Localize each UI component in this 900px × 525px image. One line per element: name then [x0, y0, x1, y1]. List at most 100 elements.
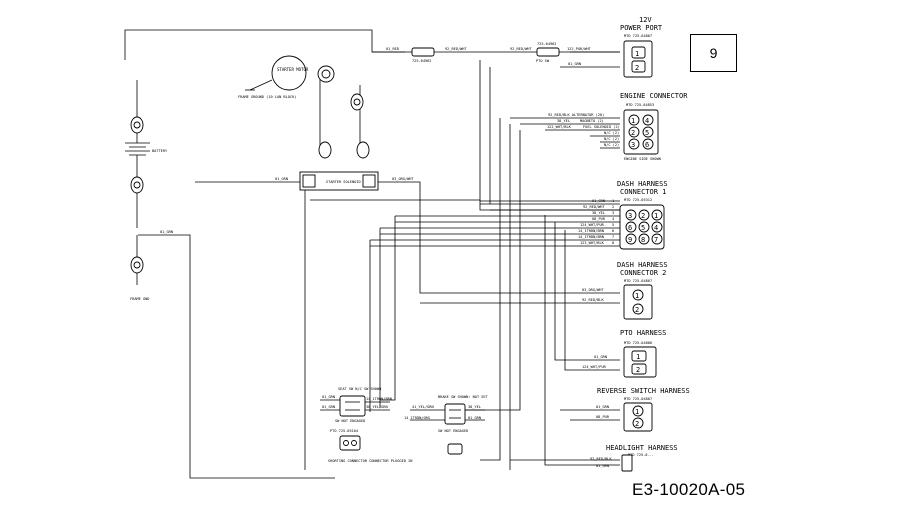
pto-harness-connector: PTO HARNESS MTD 725-04806 1 2 01_GRN 124… — [582, 329, 666, 378]
svg-text:5: 5 — [612, 223, 614, 227]
svg-text:2: 2 — [635, 64, 639, 72]
svg-text:41_YEL/GRN: 41_YEL/GRN — [412, 405, 434, 409]
wire-01-red: 01_RED — [386, 47, 399, 51]
reverse-wire-1: 01_GRN — [596, 405, 609, 409]
wire-01-grn-top: 01_GRN — [568, 62, 581, 66]
dash2-title-2: CONNECTOR 2 — [620, 269, 666, 277]
pto-note: SHORTING CONNECTOR CONNECTOR PLUGGED IN — [328, 459, 412, 463]
svg-text:92_RED/WHT: 92_RED/WHT — [583, 205, 605, 209]
svg-text:5: 5 — [641, 224, 645, 232]
dash-connector-2: DASH HARNESS CONNECTOR 2 MTD 725-04807 1… — [582, 261, 668, 320]
svg-text:8: 8 — [612, 241, 614, 245]
dash2-wire-1: 03_ORG/WHT — [582, 288, 604, 292]
svg-text:2: 2 — [612, 205, 614, 209]
wire-01-grn-mid: 01_GRN — [275, 177, 288, 181]
svg-text:1: 1 — [635, 50, 639, 58]
power-port-connector: 12V POWER PORT MTD 725-04807 1 2 — [620, 16, 663, 78]
wire-01-grn-left: 01_GRN — [160, 230, 173, 234]
svg-text:N/C (2): N/C (2) — [604, 137, 619, 141]
page-number-box: 9 — [690, 34, 737, 72]
pto-part: MTD 725-04806 — [624, 341, 652, 345]
svg-text:2: 2 — [631, 129, 635, 137]
svg-text:2: 2 — [641, 212, 645, 220]
dash-connector-1: DASH HARNESS CONNECTOR 1 MTD 725-05312 3… — [578, 180, 668, 250]
solenoid-label: STARTER SOLENOID — [326, 180, 361, 184]
seat-switch: SEAT SW N/C SW SHOWN SW NOT ENGAGED 01_G… — [322, 387, 392, 423]
svg-text:92_RED/BLK ALTERNATOR (20): 92_RED/BLK ALTERNATOR (20) — [548, 113, 604, 117]
fuse-label-1: 725-04962 — [412, 59, 431, 63]
svg-text:7: 7 — [612, 235, 614, 239]
headlight-title: HEADLIGHT HARNESS — [606, 444, 678, 452]
pto-wire-2: 124_WHT/PUR — [582, 365, 607, 369]
brake-switch-label: BRAKE SW SHOWN: NOT SET — [438, 395, 489, 399]
svg-text:01_GRN: 01_GRN — [322, 395, 335, 399]
svg-text:38_YEL: 38_YEL — [557, 119, 570, 123]
svg-text:N/C (2): N/C (2) — [604, 131, 619, 135]
headlight-wire-2: 01_GRN — [596, 464, 609, 468]
svg-text:01_GRN: 01_GRN — [592, 199, 605, 203]
engine-title: ENGINE CONNECTOR — [620, 92, 688, 100]
svg-text:9: 9 — [628, 236, 632, 244]
pto-sw-label: PTO SW — [536, 59, 550, 63]
svg-text:1: 1 — [636, 353, 640, 361]
svg-text:MAGNETO (2): MAGNETO (2) — [580, 119, 604, 123]
frame-ground-label: FRAME GROUND (10 LAN BLOCK) — [238, 95, 296, 99]
svg-text:2: 2 — [636, 366, 640, 374]
power-port-part: MTD 725-04807 — [624, 34, 652, 38]
reverse-part: MTD 725-04807 — [624, 397, 652, 401]
headlight-connector: HEADLIGHT HARNESS MTD 725-0... 92_RED/BL… — [590, 444, 678, 472]
svg-text:3: 3 — [631, 141, 635, 149]
wire-122-pur-wht: 122_PUR/WHT — [567, 47, 592, 51]
dash1-title-2: CONNECTOR 1 — [620, 188, 666, 196]
dash2-part: MTD 725-04807 — [624, 279, 652, 283]
reverse-switch-connector: REVERSE SWITCH HARNESS MTD 725-04807 1 2… — [596, 387, 690, 432]
fuse-label-2: 725-04962 — [537, 42, 556, 46]
svg-text:122_WHT/BLK: 122_WHT/BLK — [547, 125, 572, 129]
seat-note: SW NOT ENGAGED — [335, 419, 365, 423]
engine-connector: ENGINE CONNECTOR MTD 725-04853 1 4 2 5 3… — [547, 92, 688, 161]
starter-solenoid: STARTER SOLENOID — [299, 141, 379, 191]
svg-text:01_GRN: 01_GRN — [322, 405, 335, 409]
frame-gnd-label: FRAME GND — [130, 297, 149, 301]
svg-text:14_1TRDN/BRN: 14_1TRDN/BRN — [578, 229, 604, 233]
dash2-wire-2: 92_RED/BLK — [582, 298, 604, 302]
headlight-part: MTD 725-0... — [628, 453, 654, 457]
reverse-title: REVERSE SWITCH HARNESS — [597, 387, 690, 395]
reverse-wire-2: 08_PUR — [596, 415, 610, 419]
svg-text:4: 4 — [645, 117, 649, 125]
brake-switch: BRAKE SW SHOWN: NOT SET SW NOT ENGAGED 3… — [404, 395, 489, 455]
svg-text:3: 3 — [628, 212, 632, 220]
brake-note: SW NOT ENGAGED — [438, 429, 468, 433]
dash1-part: MTD 725-05312 — [624, 198, 652, 202]
svg-text:38_YEL: 38_YEL — [468, 405, 481, 409]
svg-text:1: 1 — [612, 199, 614, 203]
wires — [124, 29, 620, 479]
pto-wire-1: 01_GRN — [594, 355, 607, 359]
engine-part: MTD 725-04853 — [626, 103, 654, 107]
svg-text:14_1TRDN/BRN: 14_1TRDN/BRN — [578, 235, 604, 239]
svg-text:3: 3 — [612, 211, 614, 215]
pto-title: PTO HARNESS — [620, 329, 666, 337]
battery-label: BATTERY — [152, 149, 168, 153]
svg-text:38_YEL: 38_YEL — [592, 211, 605, 215]
svg-text:08_PUR: 08_PUR — [592, 217, 606, 221]
wire-92-red-wht-2: 92_RED/WHT — [510, 47, 532, 51]
pto-shorting-connector: PTO 725-05104 SHORTING CONNECTOR CONNECT… — [328, 429, 412, 463]
svg-text:FUEL SOLENOID (2): FUEL SOLENOID (2) — [583, 125, 620, 129]
svg-text:6: 6 — [628, 224, 632, 232]
document-code: E3-10020A-05 — [632, 480, 746, 499]
fuses: 725-04962 725-04962 PTO SW — [411, 42, 560, 63]
starter-motor: STARTER MOTOR FRAME GROUND (10 LAN BLOCK… — [238, 55, 364, 111]
svg-text:4: 4 — [654, 224, 658, 232]
svg-text:38_YEL/GRN: 38_YEL/GRN — [366, 405, 388, 409]
svg-text:6: 6 — [645, 141, 649, 149]
svg-text:4: 4 — [612, 217, 614, 221]
svg-text:2: 2 — [635, 306, 639, 314]
svg-text:1: 1 — [635, 408, 639, 416]
dash2-title-1: DASH HARNESS — [617, 261, 668, 269]
power-port-title-1: 12V — [639, 16, 652, 24]
battery-assembly: BATTERY FRAME GND — [125, 80, 168, 301]
svg-text:123_WHT/BLK: 123_WHT/BLK — [580, 241, 605, 245]
svg-text:7: 7 — [654, 236, 658, 244]
